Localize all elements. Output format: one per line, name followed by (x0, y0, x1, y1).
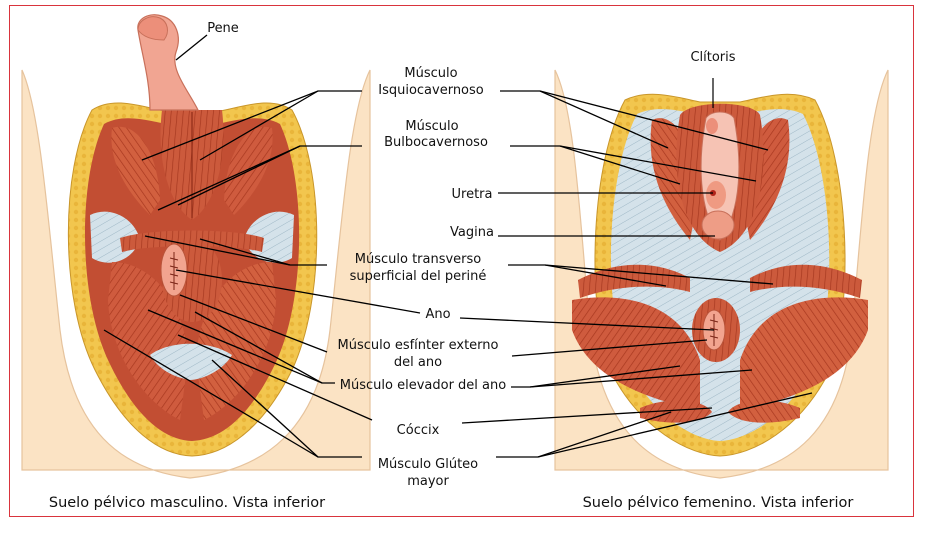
caption-female: Suelo pélvico femenino. Vista inferior (583, 495, 854, 511)
female-gluteus-right (728, 400, 800, 423)
female-skin (554, 69, 889, 479)
vaginal-orifice (701, 210, 735, 240)
male-skin (21, 69, 371, 479)
labels: Pene Músculo Isquiocavernoso Músculo Bul… (207, 21, 736, 489)
label-transverso-line2: superficial del periné (350, 269, 487, 284)
label-bulbocavernoso-line2: Bulbocavernoso (384, 135, 488, 150)
label-coccix: Cóccix (397, 423, 440, 438)
label-gluteo-line1: Músculo Glúteo (378, 457, 478, 472)
female-gluteus-left (640, 400, 712, 423)
label-uretra: Uretra (452, 187, 493, 202)
urethra-orifice (706, 181, 726, 209)
male-pelvic-floor (21, 14, 371, 479)
label-vagina: Vagina (450, 225, 494, 240)
female-levator-right (740, 297, 868, 410)
diagram-frame (9, 5, 914, 517)
label-pene: Pene (207, 21, 239, 36)
female-levator-left (572, 297, 700, 410)
label-ano: Ano (425, 307, 450, 322)
caption-male: Suelo pélvico masculino. Vista inferior (49, 495, 325, 511)
label-isquiocavernoso-line2: Isquiocavernoso (378, 83, 484, 98)
clitoris-glans (706, 118, 718, 134)
label-esfinter-line2: del ano (394, 355, 442, 370)
label-esfinter-line1: Músculo esfínter externo (338, 338, 499, 353)
female-transverse-left (578, 264, 690, 298)
female-vestibule (700, 111, 740, 241)
label-transverso-line1: Músculo transverso (355, 252, 482, 267)
label-elevador: Músculo elevador del ano (340, 378, 506, 393)
label-gluteo-line2: mayor (407, 474, 449, 489)
label-isquiocavernoso-line1: Músculo (404, 66, 457, 81)
label-clitoris: Clítoris (690, 50, 735, 65)
female-pelvic-floor (554, 69, 889, 479)
male-ischiocavernosus-left (111, 126, 160, 215)
female-transverse-right (750, 264, 862, 298)
male-coccyx-area (150, 343, 232, 380)
label-bulbocavernoso-line1: Músculo (405, 119, 458, 134)
leader-lines (103, 34, 813, 458)
